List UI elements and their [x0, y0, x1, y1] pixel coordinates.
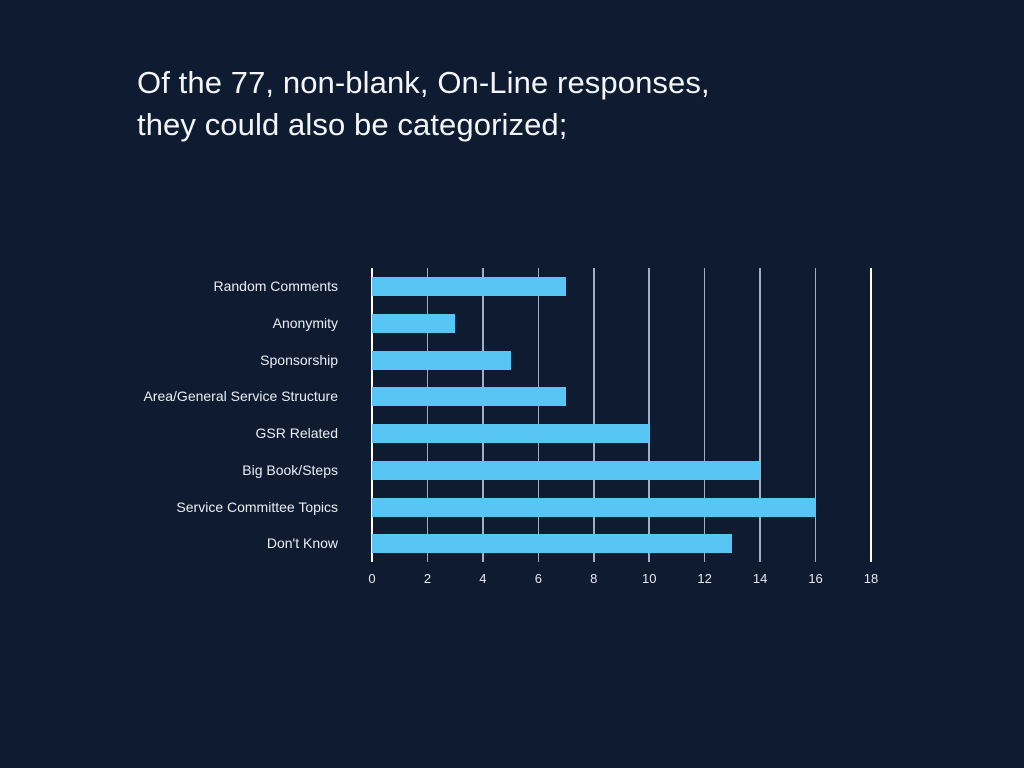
x-tick-label: 8 [590, 571, 598, 586]
bar[interactable] [372, 350, 511, 370]
x-tick-label: 6 [534, 571, 542, 586]
category-label: Random Comments [213, 278, 339, 294]
bar[interactable] [372, 460, 761, 480]
bar[interactable] [372, 534, 733, 554]
category-label: Sponsorship [260, 351, 338, 368]
x-tick-label: 0 [368, 571, 376, 586]
bar-row [372, 489, 871, 526]
bar-row [372, 342, 871, 379]
category-label: Big Book/Steps [242, 461, 338, 478]
x-tick-label: 16 [808, 571, 823, 586]
bar[interactable] [372, 387, 567, 407]
x-tick-label: 18 [863, 571, 879, 586]
bar[interactable] [372, 313, 456, 333]
category-label: GSR Related [255, 425, 338, 441]
x-tick-label: 12 [697, 571, 712, 586]
bar[interactable] [372, 424, 650, 443]
bar-row [372, 305, 871, 342]
x-tick-label: 10 [641, 571, 657, 586]
bar-row [372, 452, 871, 489]
bar-row [372, 415, 871, 452]
category-label: Anonymity [272, 314, 338, 331]
x-tick-label: 2 [423, 571, 432, 586]
x-tick-label: 4 [479, 571, 487, 586]
category-label: Don't Know [266, 535, 338, 552]
category-label: Area/General Service Structure [143, 388, 338, 405]
bar-row [372, 378, 871, 415]
bar-row [372, 525, 871, 562]
bar-series [372, 268, 871, 562]
bar-row [372, 268, 871, 305]
bar[interactable] [372, 277, 567, 296]
category-label: Service Committee Topics [176, 498, 338, 515]
bar[interactable] [372, 497, 816, 517]
plot-area [371, 268, 873, 562]
x-tick-label: 14 [752, 571, 768, 586]
page-title: Of the 77, non-blank, On-Line responses,… [137, 65, 710, 142]
x-axis-tick-labels: 0 2 4 6 8 10 12 14 16 18 [368, 571, 878, 593]
